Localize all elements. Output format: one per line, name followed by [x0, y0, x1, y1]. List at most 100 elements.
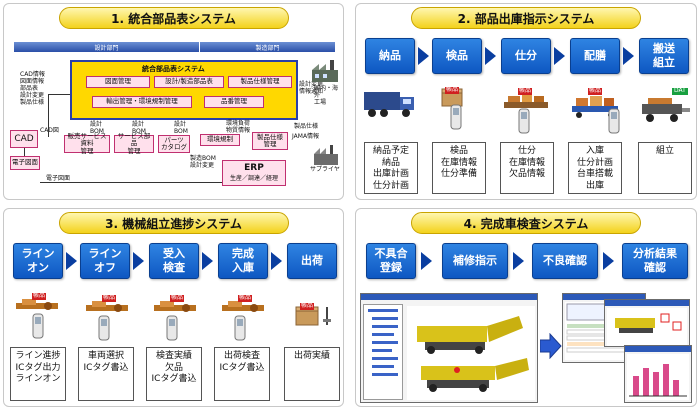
tree-item: [372, 325, 398, 328]
step-shipping: 出荷: [287, 243, 337, 279]
design-bom-label-3: 設計 BOM: [174, 121, 188, 135]
window-titlebar: [563, 294, 645, 300]
cad-info-label: CAD情報 図面情報 部品表 設計変更 製品仕様: [20, 71, 45, 106]
result-arrow-icon: [540, 333, 562, 359]
agv-tag: DAT: [672, 87, 688, 95]
tree-item: [372, 357, 398, 360]
module-design-mfg-bom: 設計/製造部品表: [154, 76, 224, 88]
module-export-env: 輸出管理・環境規制管理: [92, 96, 192, 108]
step-delivery: 納品: [365, 38, 415, 74]
inspection-app-window: [360, 293, 538, 403]
machine-part-icon: [222, 301, 264, 312]
pallet-tag: 帳品: [518, 87, 533, 95]
handheld-terminal-icon: [518, 108, 530, 134]
flow-arrow: [421, 252, 432, 270]
step-repair-instruction: 補修指示: [442, 243, 508, 279]
cad-label: CAD: [14, 134, 34, 144]
cad-link-line: [48, 94, 70, 95]
parts-catalog-box: パーツ カタログ: [158, 135, 190, 153]
step-transport-assembly: 搬送 組立: [639, 38, 689, 74]
handheld-terminal-icon: [98, 315, 110, 341]
step-defect-registration: 不具合 登録: [366, 243, 416, 279]
step-sorting: 仕分: [501, 38, 551, 74]
env-info-label: 環境負荷 物質情報: [226, 120, 251, 134]
shipping-label-icon: [323, 307, 331, 325]
manufacturing-dept-label: 製造部門: [255, 44, 280, 52]
factory-icon: [312, 60, 338, 82]
step-line-off: ライン オフ: [80, 243, 130, 279]
design-bom-label-1: 設計 BOM: [90, 121, 104, 135]
desc-inspection: 検品 在庫情報 仕分準備: [432, 142, 486, 194]
e-drawing-box: 電子図面: [10, 156, 40, 170]
module-part-number: 品番管理: [204, 96, 264, 108]
module-product-spec: 製品仕様管理: [228, 76, 292, 88]
flow-arrow: [485, 47, 496, 65]
flow-arrow: [271, 252, 282, 270]
e-drawing-label-2: 電子図面: [46, 175, 71, 182]
handheld-terminal-icon: [234, 315, 246, 341]
window-titlebar: [361, 294, 537, 300]
analysis-chart-image: [627, 354, 689, 400]
spec-mgmt-box: 製品仕様 管理: [252, 132, 288, 150]
bom-box-title: 統合部品表システム: [142, 65, 205, 73]
step-receiving-inspection: 受入 検査: [149, 243, 199, 279]
cad-down-line: [24, 148, 25, 156]
window-titlebar: [625, 346, 691, 352]
tree-item: [372, 373, 398, 376]
service-parts-box: サービス部品 管理: [114, 132, 154, 154]
env-regulation-box: 環境規制: [200, 134, 240, 146]
sales-service-box: 販売サービス資料 管理: [64, 132, 110, 154]
tree-item: [372, 349, 392, 352]
panel-title: 4. 完成車検査システム: [411, 212, 641, 234]
desc-line-off: 車両選択 ICタグ書込: [78, 347, 134, 401]
step-inspection: 検品: [432, 38, 482, 74]
flow-arrow: [202, 252, 213, 270]
tree-item: [368, 309, 398, 312]
manufacturing-dept-band: 製造部門: [200, 42, 335, 52]
step-distribution: 配膳: [570, 38, 620, 74]
analysis-chart-window: [624, 345, 692, 403]
desc-delivery: 納品予定 納品 出庫計画 仕分計画: [364, 142, 418, 194]
desc-distribution: 入庫 仕分計画 台車搭載 出庫: [568, 142, 622, 194]
parts-tag: 帳品: [445, 86, 460, 94]
mfg-bom-label: 製造BOM 設計変更: [190, 155, 216, 169]
panel-title: 3. 機械組立進捗システム: [58, 212, 289, 234]
desc-completion-storage: 出荷検査 ICタグ書込: [214, 347, 270, 401]
supplier-label: サプライヤ: [310, 166, 340, 173]
handheld-terminal-icon: [450, 104, 462, 130]
factory-label: 国内・海外 工場: [314, 85, 339, 106]
part-tag: 帳品: [170, 294, 185, 302]
panel-assembly-progress: 3. 機械組立進捗システム ライン オン ライン オフ 受入 検査 完成 入庫 …: [3, 208, 344, 407]
crusher-machine-image: [407, 306, 535, 400]
flow-arrow: [418, 47, 429, 65]
machine-part-icon: [86, 301, 128, 312]
desc-line-on: ライン進捗 ICタグ出力 ラインオン: [10, 347, 66, 401]
truck-icon: [364, 92, 414, 117]
tree-item: [372, 333, 394, 336]
design-dept-band: 設計部門: [14, 42, 199, 52]
step-line-on: ライン オン: [13, 243, 63, 279]
erp-title: ERP: [244, 163, 264, 173]
spec-info-label: 製品仕様: [294, 123, 319, 130]
cad-drawing-label: CAD図: [40, 127, 59, 134]
agv-robot-icon: [642, 98, 690, 122]
panel-title: 2. 部品出庫指示システム: [411, 7, 641, 29]
module-drawing-mgmt: 図面管理: [86, 76, 150, 88]
erp-subtitle: 生産／調達／経理: [229, 175, 278, 182]
machine-part-icon: [154, 301, 196, 312]
flow-arrow: [554, 47, 565, 65]
step-defect-confirmation: 不良確認: [532, 243, 598, 279]
handheld-terminal-icon: [32, 313, 44, 339]
part-tag: 帳品: [102, 294, 117, 302]
design-change-label: 設計変更 情報通知: [299, 81, 324, 95]
desc-sorting: 仕分 在庫情報 欠品情報: [500, 142, 554, 194]
tree-item: [372, 365, 394, 368]
design-bom-label-2: 設計 BOM: [132, 121, 146, 135]
design-dept-label: 設計部門: [94, 44, 119, 52]
machine-part-icon: [16, 299, 58, 310]
flow-arrow: [133, 252, 144, 270]
parts-pallet-icon: [504, 95, 548, 108]
cad-vertical-line: [48, 94, 49, 137]
machine-detail-image: [607, 308, 687, 346]
integrated-bom-box: 統合部品表システム 図面管理 設計/製造部品表 製品仕様管理 輸出管理・環境規制…: [70, 60, 298, 120]
